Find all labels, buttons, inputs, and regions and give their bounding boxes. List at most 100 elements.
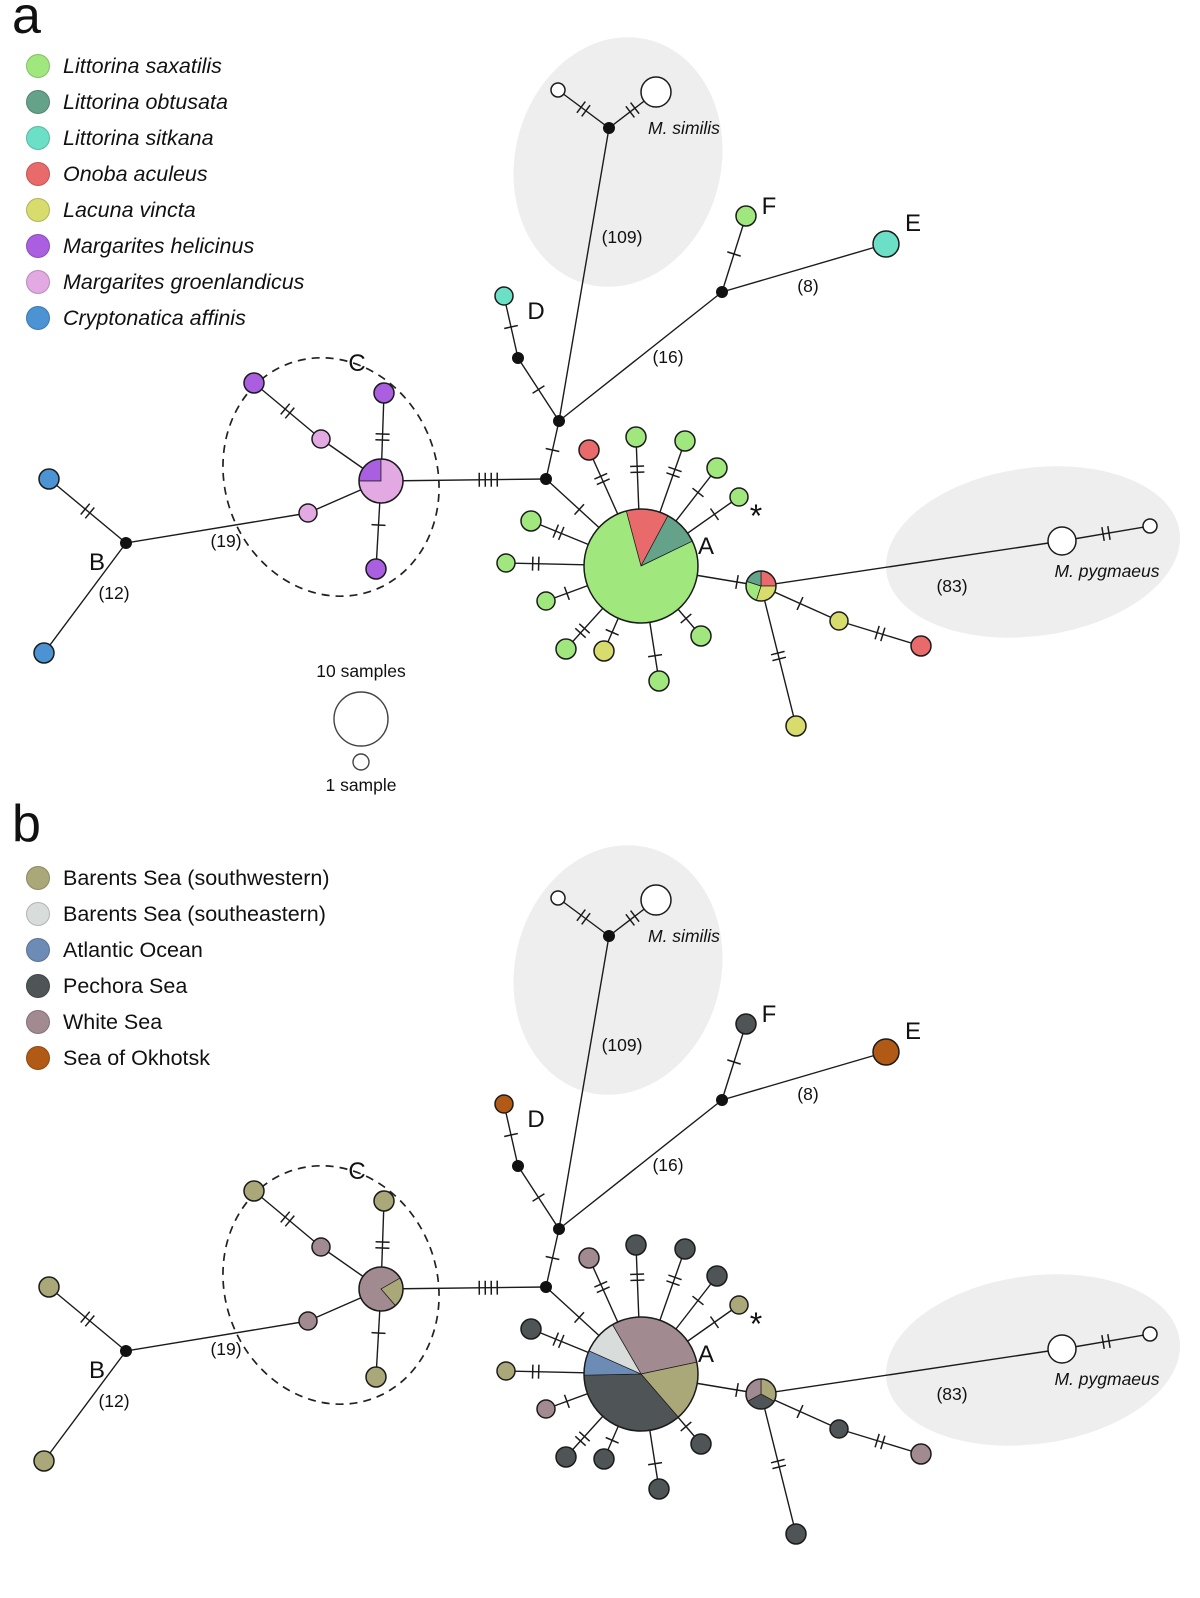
node-c5 [365, 558, 387, 580]
legend-item: Atlantic Ocean [26, 938, 330, 962]
cluster-c-dashed-ellipse [222, 356, 440, 598]
mutation-tick [647, 653, 663, 658]
legend-label: Cryptonatica affinis [63, 305, 246, 330]
network-label: A [698, 533, 714, 560]
panel-a-letter: a [12, 0, 41, 45]
network-edge [760, 1393, 797, 1535]
network-label: M. similis [648, 926, 720, 946]
network-label: E [905, 1018, 921, 1045]
node-s10 [593, 640, 615, 662]
mutation-tick [574, 1435, 587, 1447]
network-edge [380, 478, 547, 482]
size-legend-10-circle [333, 691, 389, 747]
network-edge [1061, 525, 1151, 542]
network-label: C [348, 350, 365, 377]
mutation-tick [84, 1315, 95, 1327]
node-c1 [243, 372, 265, 394]
node-c3 [373, 1190, 395, 1212]
mutation-tick [1107, 1333, 1111, 1349]
node-s2 [625, 426, 647, 448]
legend-item: Barents Sea (southeastern) [26, 902, 330, 926]
mutation-tick [578, 623, 591, 634]
node-j_ms [603, 930, 615, 942]
cluster-c-dashed-ellipse [222, 1164, 440, 1406]
mutation-tick [576, 101, 586, 114]
pie-outline [583, 1316, 699, 1432]
node-s1 [578, 439, 600, 461]
legend-item: Onoba aculeus [26, 162, 304, 186]
mutation-tick [874, 1433, 880, 1448]
node-D_n [494, 1094, 514, 1114]
node-s8 [536, 1399, 556, 1419]
legend-item: Littorina saxatilis [26, 54, 304, 78]
node-s11 [648, 1478, 670, 1500]
pie-outline [583, 508, 699, 624]
node-b1 [38, 1276, 60, 1298]
legend-item: Margarites helicinus [26, 234, 304, 258]
mutation-tick [625, 913, 635, 926]
node-j_ms [603, 122, 615, 134]
network-label: (19) [210, 531, 241, 551]
legend-item: Littorina sitkana [26, 126, 304, 150]
mutation-tick [796, 1404, 804, 1419]
mutation-tick [1107, 525, 1111, 541]
outgroup-shaded-blob [885, 1274, 1181, 1446]
node-s7 [496, 1361, 516, 1381]
network-edge [48, 1286, 127, 1352]
network-edge [721, 1051, 887, 1101]
mutation-tick [1101, 526, 1105, 542]
legend-label: White Sea [63, 1009, 163, 1034]
mutation-tick [772, 656, 787, 662]
legend-item: Littorina obtusata [26, 90, 304, 114]
network-label: (109) [602, 1035, 643, 1055]
network-edge [760, 540, 1063, 587]
network-label: D [527, 1106, 544, 1133]
node-F_n [735, 1013, 757, 1035]
node-j_b [120, 1345, 132, 1357]
node-mp_s [1142, 1326, 1158, 1342]
mutation-tick [880, 1435, 886, 1450]
legend-item: White Sea [26, 1010, 330, 1034]
pie-node-ap2 [745, 570, 777, 602]
node-mp_b [1047, 526, 1077, 556]
size-legend-10-label: 10 samples [316, 661, 406, 681]
network-edge [43, 542, 127, 654]
node-s8 [536, 591, 556, 611]
mutation-tick [605, 628, 619, 636]
legend-item: Cryptonatica affinis [26, 306, 304, 330]
node-s5 [729, 487, 749, 507]
network-label: E [905, 210, 921, 237]
mutation-tick [596, 1286, 610, 1294]
legend-label: Atlantic Ocean [63, 937, 203, 962]
node-E_n [872, 230, 900, 258]
network-edge [838, 1428, 922, 1455]
mutation-tick [280, 1211, 291, 1223]
network-edge [253, 1190, 322, 1248]
node-j_e [716, 286, 728, 298]
network-label: * [750, 498, 762, 534]
network-label: A [698, 1341, 714, 1368]
node-j_top [553, 1223, 565, 1235]
node-s13 [829, 611, 849, 631]
network-label: C [348, 1158, 365, 1185]
node-ms_s [550, 890, 566, 906]
network-label: B [89, 549, 105, 576]
mutation-tick [557, 526, 565, 541]
network-label: F [762, 193, 777, 220]
node-j_hub [540, 1281, 552, 1293]
legend-label: Littorina obtusata [63, 89, 228, 114]
network-label: D [527, 298, 544, 325]
node-s3 [674, 1238, 696, 1260]
network-edge [558, 1099, 723, 1230]
node-j_top [553, 415, 565, 427]
legend-label: Littorina sitkana [63, 125, 214, 150]
network-edge [558, 935, 610, 1230]
network-edge [125, 512, 309, 544]
network-edge [558, 127, 610, 422]
node-c1 [243, 1180, 265, 1202]
node-s4 [706, 1265, 728, 1287]
mutation-tick [581, 912, 591, 925]
node-c2 [311, 429, 331, 449]
